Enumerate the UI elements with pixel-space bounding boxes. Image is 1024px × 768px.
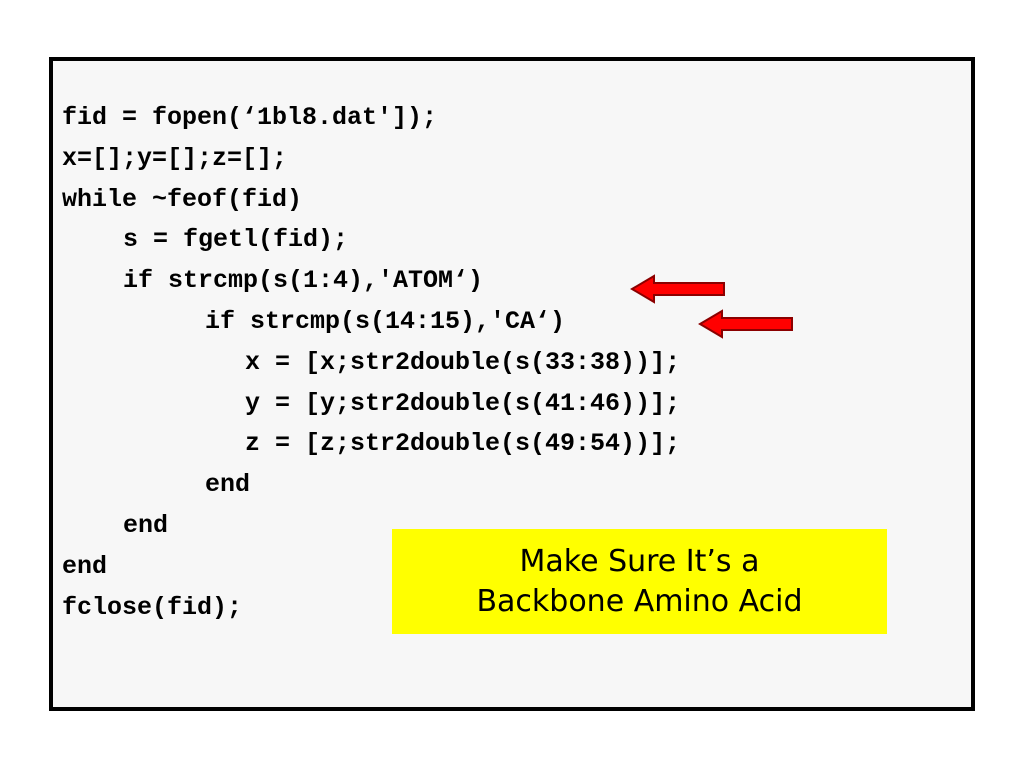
callout-line-1: Make Sure It’s a bbox=[519, 543, 760, 579]
callout-box: Make Sure It’s a Backbone Amino Acid bbox=[392, 529, 887, 634]
code-line-5: if strcmp(s(1:4),'ATOM‘) bbox=[123, 266, 484, 296]
code-line-3: while ~feof(fid) bbox=[62, 184, 303, 214]
code-line-10: end bbox=[205, 470, 251, 500]
code-line-8: y = [y;str2double(s(41:46))]; bbox=[245, 388, 681, 418]
code-line-7: x = [x;str2double(s(33:38))]; bbox=[245, 347, 681, 377]
code-line-11: end bbox=[123, 510, 169, 540]
left-arrow-icon bbox=[698, 309, 793, 339]
code-line-9: z = [z;str2double(s(49:54))]; bbox=[245, 429, 681, 459]
code-line-13: fclose(fid); bbox=[62, 592, 243, 622]
code-line-6: if strcmp(s(14:15),'CA‘) bbox=[205, 306, 566, 336]
code-line-4: s = fgetl(fid); bbox=[123, 225, 349, 255]
left-arrow-icon bbox=[630, 274, 725, 304]
code-line-12: end bbox=[62, 551, 108, 581]
code-listing: fid = fopen(‘1bl8.dat']); x=[];y=[];z=[]… bbox=[62, 98, 680, 628]
code-line-1: fid = fopen(‘1bl8.dat']); bbox=[62, 103, 438, 132]
callout-line-2: Backbone Amino Acid bbox=[476, 583, 803, 619]
code-line-2: x=[];y=[];z=[]; bbox=[62, 143, 288, 173]
